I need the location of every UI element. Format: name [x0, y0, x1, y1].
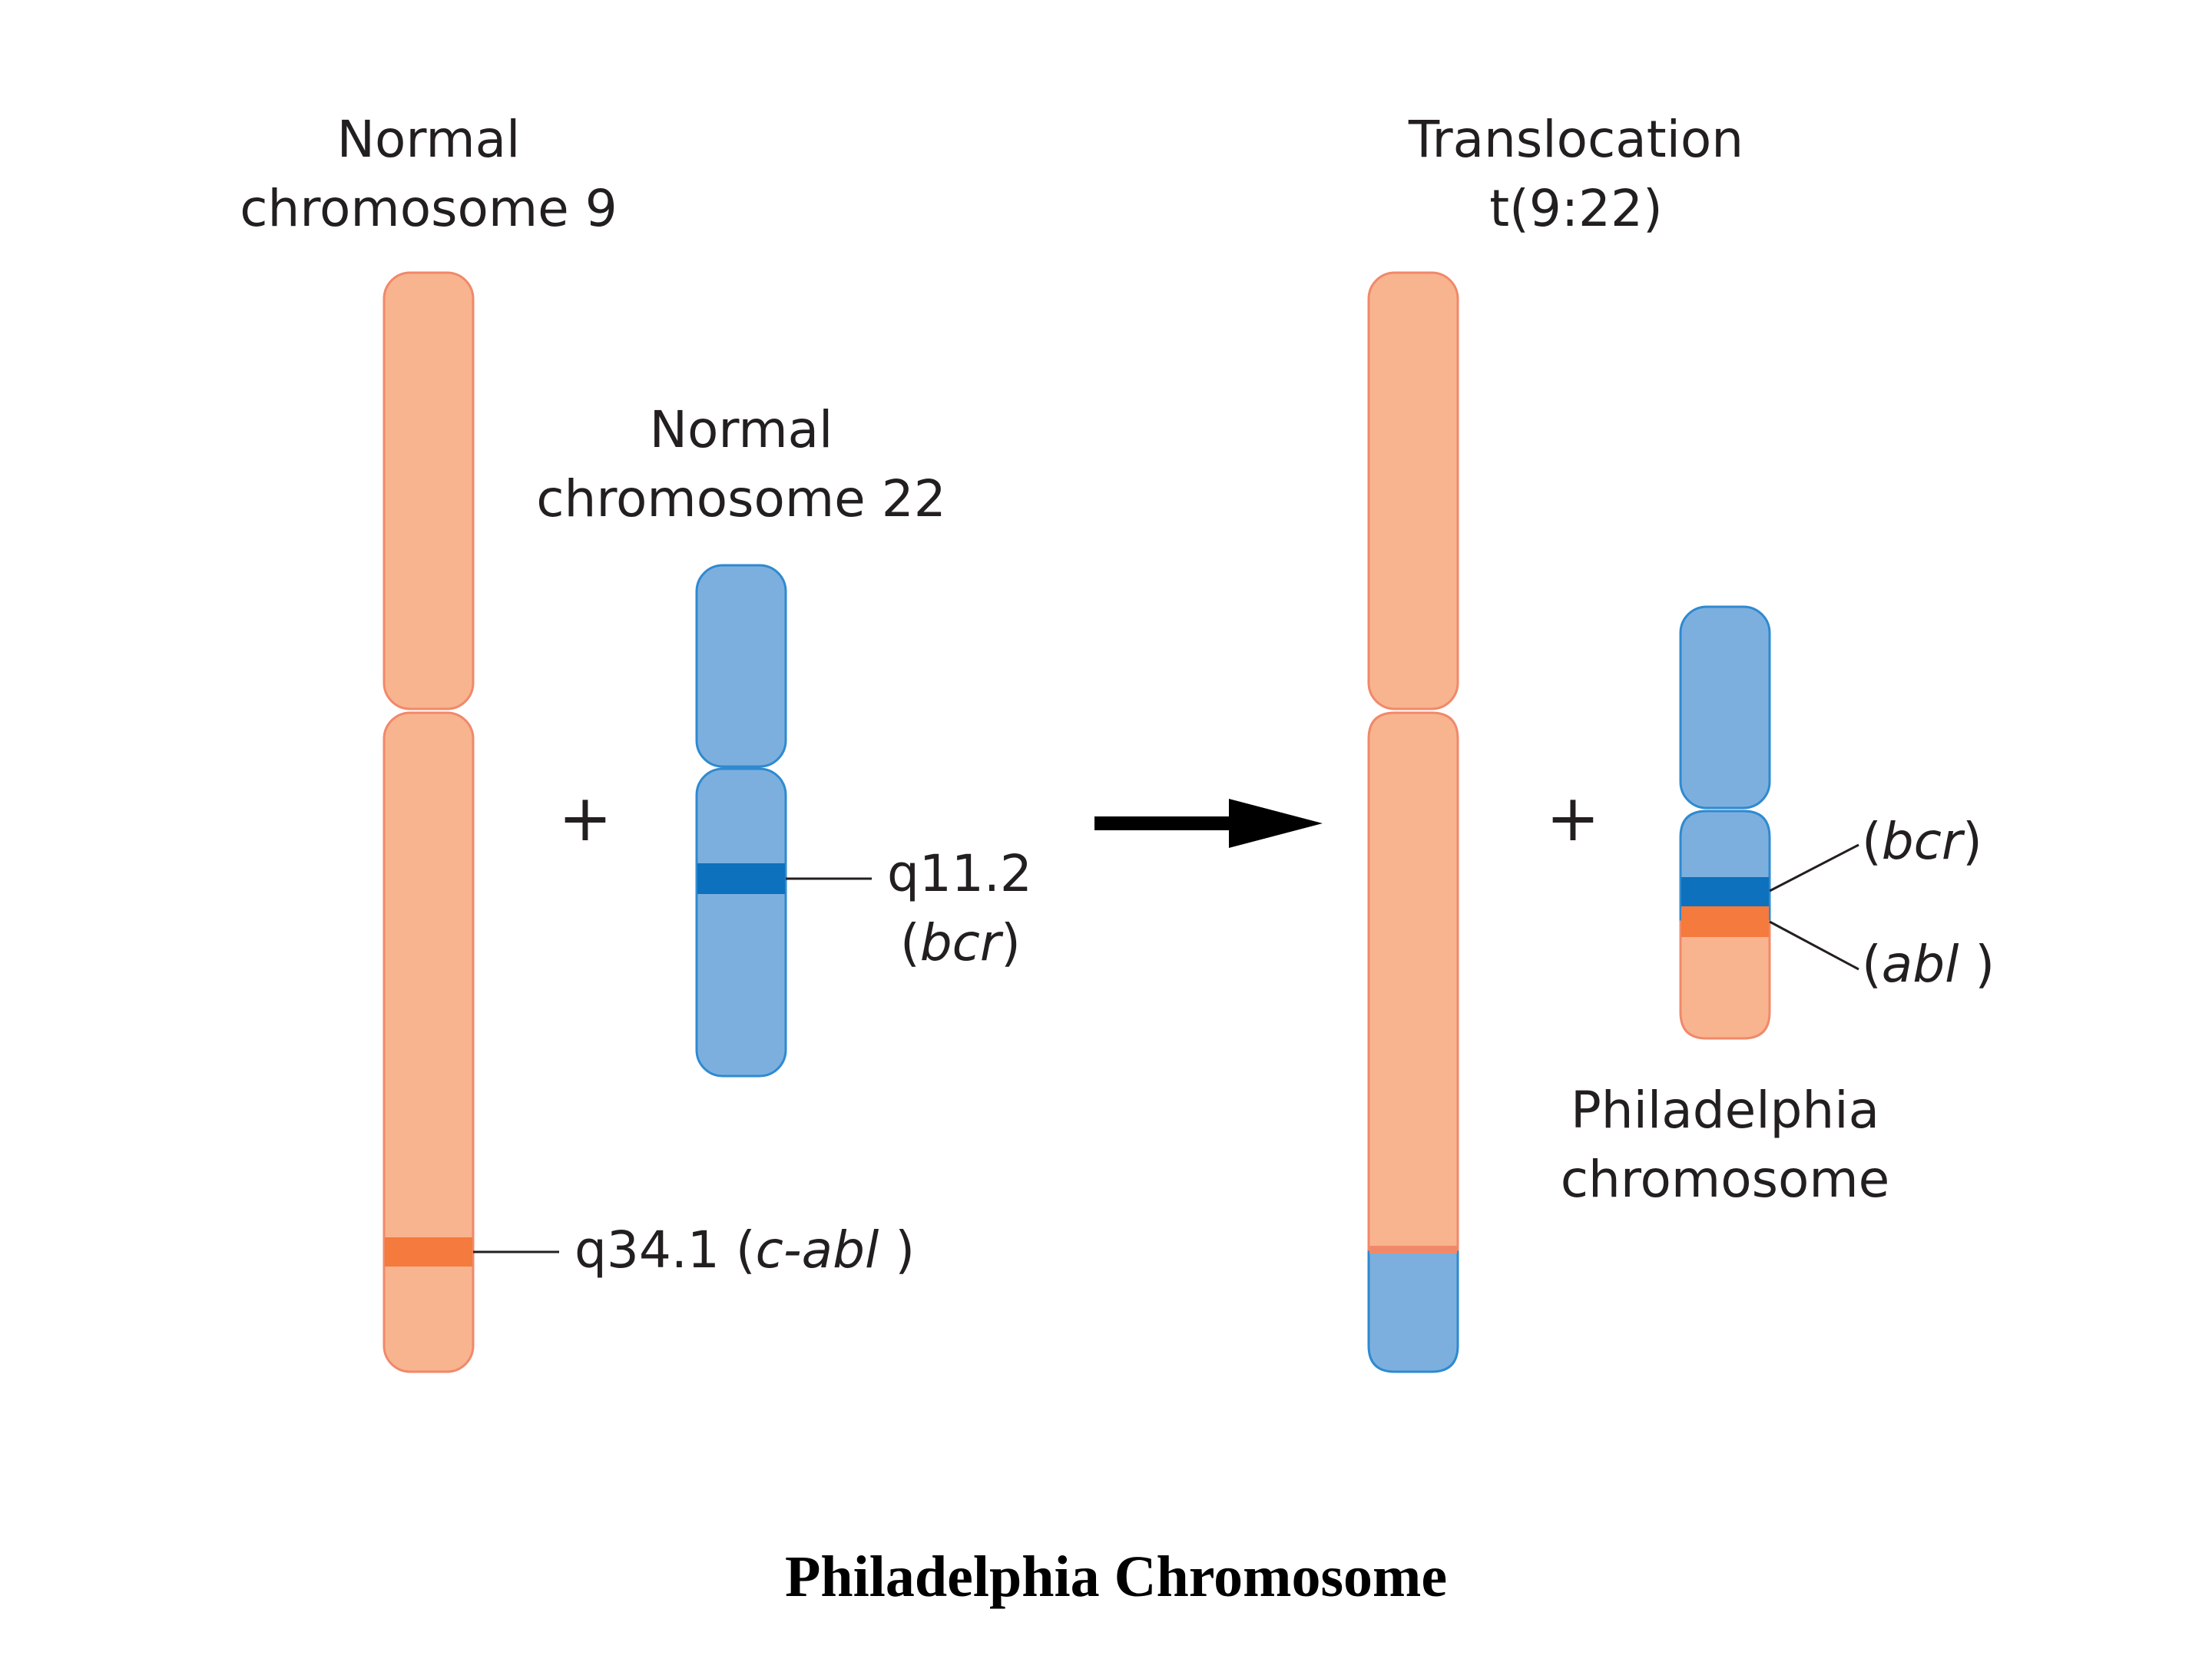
plus-sign-right: + [1546, 780, 1600, 856]
figure-caption: Philadelphia Chromosome [785, 1545, 1447, 1609]
der9-q-arm-orange [1367, 711, 1459, 1253]
ph-bcr-leader-line [1769, 843, 1859, 892]
ph-bcr-band [1681, 877, 1769, 906]
normal-chromosome-22 [695, 564, 787, 1078]
chr22-p-arm [695, 564, 787, 768]
ph-bcr-label: (bcr) [1862, 812, 1982, 871]
ph-title-line1: Philadelphia [1571, 1081, 1879, 1140]
ph-abl-leader-line [1769, 920, 1859, 971]
q112-label: q11.2 [887, 844, 1032, 903]
chr9-title-line2: chromosome 9 [240, 179, 618, 238]
bcr-gene: bcr [920, 913, 1004, 972]
derivative-chromosome-9 [1367, 271, 1459, 1373]
arrow-head [1229, 799, 1323, 848]
chr22-bcr-band [697, 863, 785, 894]
ph-title-line2: chromosome [1561, 1150, 1890, 1209]
bcr-label: (bcr) [900, 913, 1021, 972]
ph-abl-label: (abl ) [1862, 935, 1995, 994]
arrow-shaft [1094, 816, 1233, 830]
chr22-title-line1: Normal [650, 400, 833, 459]
chr22-q-arm [695, 767, 787, 1078]
der9-junction-band [1369, 1246, 1457, 1253]
philadelphia-chromosome [1679, 605, 1771, 1040]
ph-bcr-gene: bcr [1882, 812, 1965, 871]
der9-p-arm [1367, 271, 1459, 710]
translocation-title-line2: t(9:22) [1489, 179, 1663, 238]
normal-chromosome-9 [382, 271, 475, 1373]
chr9-q-arm [382, 711, 475, 1373]
ph-q-arm-orange [1679, 920, 1771, 1040]
translocation-title-line1: Translocation [1408, 110, 1743, 169]
chr9-title-line1: Normal [337, 110, 521, 169]
der9-q-arm-blue [1367, 1250, 1459, 1373]
ph-abl-gene: abl [1882, 935, 1959, 994]
chr9-p-arm [382, 271, 475, 710]
plus-sign-left: + [558, 780, 612, 856]
translocation-arrow [1094, 799, 1323, 848]
q341-label: q34.1 (c-abl ) [575, 1220, 915, 1280]
c-abl-gene: c-abl [756, 1220, 879, 1280]
chr22-title-line2: chromosome 22 [536, 469, 945, 528]
ph-abl-band [1681, 906, 1769, 937]
chr9-abl-band [385, 1237, 472, 1267]
ph-p-arm [1679, 605, 1771, 810]
